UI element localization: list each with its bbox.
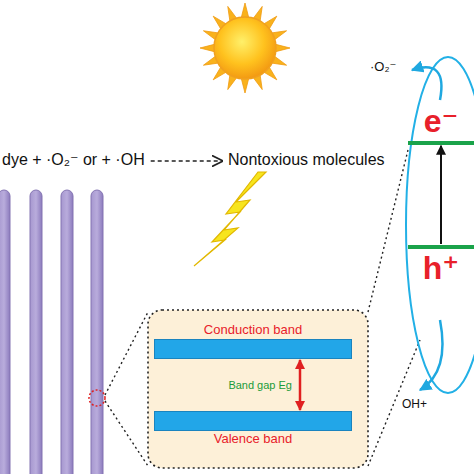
oxidation-arrow	[420, 320, 443, 390]
sun-ray	[241, 78, 249, 93]
edge-label: Band gap Eg	[228, 379, 292, 392]
electron-level: e⁻	[408, 102, 474, 145]
conduction-band: Conduction band	[154, 322, 352, 359]
node-text: Valence band	[154, 431, 352, 448]
particle-outline	[406, 57, 474, 393]
zoom-line	[368, 150, 408, 312]
zoom-circle	[89, 390, 105, 406]
node-text: e⁻	[408, 102, 474, 141]
zoom-line	[105, 312, 148, 395]
nanorod	[61, 190, 73, 474]
zoom-panel	[148, 310, 368, 468]
reaction-text: dye + ·O₂⁻ or + ·OH	[2, 151, 145, 169]
species-label: ·O₂⁻	[370, 60, 396, 75]
sun-ray	[275, 44, 290, 52]
reaction-arrow	[151, 160, 222, 161]
product-text: Nontoxious molecules	[228, 151, 385, 169]
node-text: h⁺	[408, 249, 474, 288]
energy-bar	[408, 245, 474, 249]
connector-arrow	[299, 360, 302, 410]
reduction-arrow	[412, 67, 441, 100]
energy-bar	[154, 339, 352, 359]
hole-level: h⁺	[408, 245, 474, 288]
energy-bar	[408, 141, 474, 145]
zoom-line	[105, 401, 148, 466]
valence-band: Valence band	[154, 411, 352, 448]
nanorod	[30, 190, 42, 474]
node-text: Conduction band	[154, 322, 352, 339]
sun-ray	[241, 3, 249, 18]
nanorod	[0, 190, 10, 474]
sun-ray	[200, 44, 215, 52]
nanorod	[91, 190, 103, 474]
energy-bar	[154, 411, 352, 431]
sun-core	[214, 17, 276, 79]
sun	[200, 3, 290, 93]
connector-arrow	[440, 146, 442, 244]
lightning-bolt	[194, 172, 266, 266]
species-label: OH+	[402, 398, 427, 412]
